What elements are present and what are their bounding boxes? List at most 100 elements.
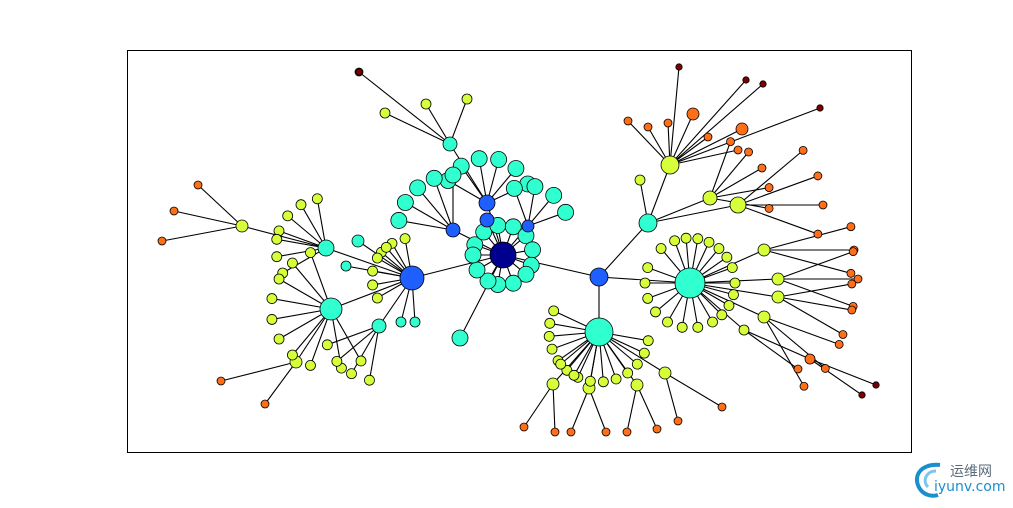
graph-node [771, 272, 785, 286]
graph-edge [737, 204, 819, 235]
graph-node [507, 160, 525, 177]
graph-node [371, 252, 383, 264]
graph-node [846, 222, 856, 232]
graph-edge [330, 277, 413, 310]
graph-node [319, 297, 343, 321]
watermark-en-text: iyunv.com [934, 479, 1006, 495]
graph-node [409, 316, 421, 328]
graph-edge [669, 79, 747, 166]
graph-node [273, 333, 285, 345]
graph-node [546, 343, 558, 355]
graph-node [273, 273, 285, 285]
graph-node [634, 174, 646, 186]
graph-edge [647, 204, 739, 224]
graph-node [589, 267, 609, 287]
graph-edge [669, 128, 743, 166]
graph-node [444, 166, 462, 184]
graph-edge [425, 103, 451, 145]
graph-node [478, 194, 496, 212]
graph-node [853, 274, 863, 284]
graph-edge [325, 247, 413, 279]
graph-node [287, 257, 298, 269]
graph-node [744, 147, 753, 157]
graph-node [759, 80, 767, 88]
graph-edge [264, 361, 297, 405]
graph-node [544, 317, 556, 329]
graph-node [630, 378, 644, 392]
graph-node [517, 265, 535, 283]
graph-node [489, 241, 517, 269]
graph-node [584, 375, 596, 387]
graph-node [642, 335, 654, 347]
graph-node [818, 200, 828, 210]
graph-node [728, 289, 739, 301]
graph-edge [336, 325, 380, 362]
graph-node [716, 309, 728, 321]
graph-node [703, 132, 713, 142]
graph-node [479, 212, 495, 228]
graph-node [816, 104, 824, 112]
graph-node [729, 196, 747, 214]
graph-node [420, 98, 432, 110]
graph-edge [598, 222, 649, 278]
graph-edge [709, 141, 732, 199]
graph-node [364, 374, 375, 386]
graph-node [858, 391, 866, 399]
graph-edge [523, 383, 554, 428]
graph-node [707, 316, 718, 328]
graph-node [638, 347, 650, 359]
graph-edge [647, 197, 711, 224]
graph-node [703, 236, 715, 248]
graph-edge [669, 66, 680, 166]
graph-node [351, 234, 365, 248]
graph-edge [763, 316, 840, 345]
graph-node [650, 306, 661, 318]
graph-node [445, 222, 461, 238]
graph-edge [777, 278, 854, 307]
graph-edge [647, 164, 671, 224]
graph-node [340, 260, 352, 272]
graph-node [652, 424, 662, 434]
graph-node [504, 218, 522, 236]
graph-edge [351, 325, 380, 374]
graph-node [461, 93, 473, 105]
graph-node [557, 203, 574, 221]
graph-edge [743, 329, 799, 370]
graph-node [260, 399, 270, 409]
graph-node [642, 292, 654, 304]
graph-node [379, 107, 391, 119]
graph-node [367, 279, 379, 291]
graph-edge [570, 387, 590, 433]
graph-node [367, 265, 379, 277]
graph-node [733, 145, 743, 155]
graph-node [638, 213, 658, 233]
graph-node [568, 369, 580, 381]
graph-node [442, 136, 458, 152]
graph-edge [368, 325, 380, 381]
graph-node [321, 339, 333, 351]
graph-frame [127, 50, 912, 453]
graph-edge [502, 254, 600, 278]
graph-node [702, 190, 718, 206]
graph-edge [743, 329, 811, 360]
graph-node [726, 137, 735, 147]
graph-edge [405, 202, 454, 231]
graph-edge [220, 361, 297, 382]
graph-edge [636, 384, 658, 430]
graph-edge [709, 151, 749, 199]
graph-node [655, 243, 667, 254]
graph-node [546, 377, 560, 391]
graph-node [820, 364, 830, 373]
graph-edge [737, 149, 804, 206]
graph-node [713, 243, 725, 254]
graph-node [639, 277, 651, 289]
graph-node [555, 358, 567, 370]
graph-edge [709, 187, 770, 199]
graph-node [610, 373, 622, 385]
graph-node [468, 261, 486, 279]
graph-node [848, 247, 858, 257]
graph-node [622, 427, 632, 437]
graph-node [305, 359, 316, 371]
graph-node [157, 236, 167, 246]
graph-edge [417, 187, 454, 231]
